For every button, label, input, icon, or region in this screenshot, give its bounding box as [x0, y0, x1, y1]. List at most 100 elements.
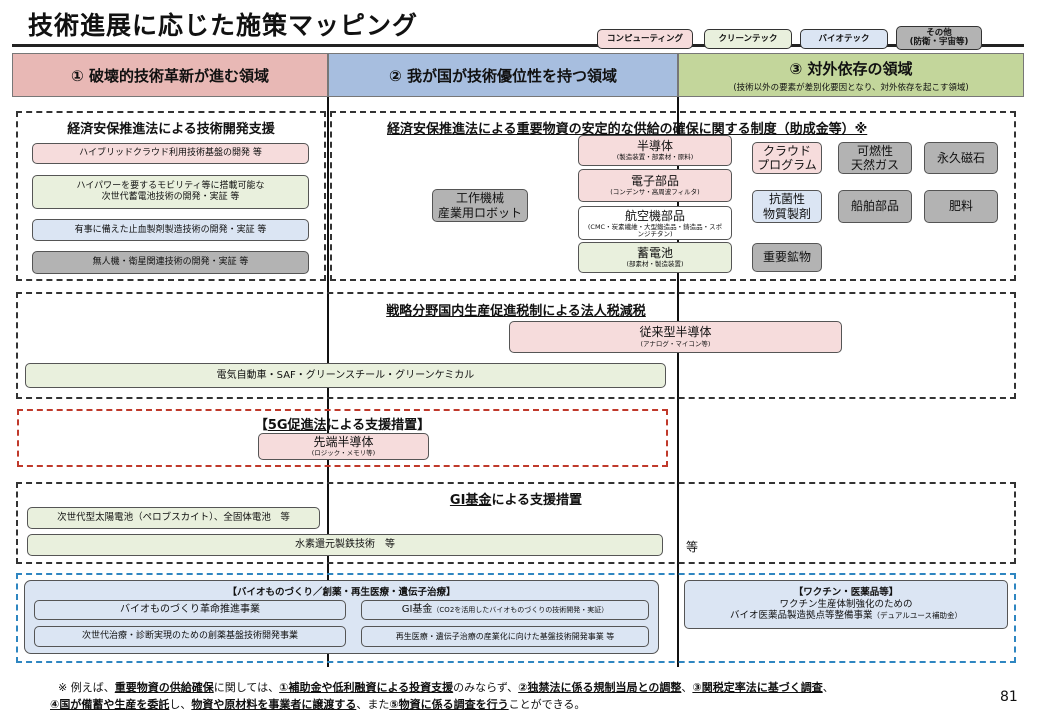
item-drone-satellite: 無人機・衛星関連技術の開発・実証 等	[32, 251, 309, 274]
column-header-dependency: ③ 対外依存の領域 (技術以外の要素が差別化要因となり、対外依存を起こす領域)	[678, 53, 1024, 97]
item-next-gen-battery-line2: 次世代蓄電池技術の開発・実証 等	[101, 192, 240, 202]
section-tax-title-text: 戦略分野国内生産促進税制による法人税減税	[386, 304, 646, 319]
gi-etc-text: 等	[686, 540, 699, 554]
column-header-advantage: ② 我が国が技術優位性を持つ領域	[328, 53, 678, 97]
item-gas-line1: 可燃性	[856, 143, 893, 158]
fn-emph: ③関税定率法に基づく調査	[692, 681, 823, 694]
section-stable-supply-title-rest: による重要物資の安定的な供給の確保に関する制度（助成金等）※	[478, 122, 868, 137]
item-antibacterial-line1: 抗菌性	[768, 192, 805, 207]
item-flammable-gas: 可燃性 天然ガス	[838, 142, 912, 174]
section-stable-supply-title: 経済安保推進法による重要物資の安定的な供給の確保に関する制度（助成金等）※	[387, 118, 867, 137]
section-gi-title-rest: による支援措置	[491, 493, 583, 508]
section-tech-dev-support	[16, 111, 326, 281]
item-legacy-semiconductor: 従来型半導体 (アナログ・マイコン等)	[509, 321, 842, 353]
section-stable-supply-title-law: 経済安保推進法	[387, 122, 479, 137]
item-bio-manufacturing: バイオものづくり革命推進事業	[34, 600, 346, 620]
column-header-disruptive: ① 破壊的技術革新が進む領域	[12, 53, 328, 97]
item-antibacterial-line2: 物質製剤	[762, 206, 811, 221]
column-header-3-text: ③ 対外依存の領域	[789, 59, 913, 78]
column-header-1-text: ① 破壊的技術革新が進む領域	[71, 66, 269, 85]
item-aircraft-label: 航空機部品	[624, 208, 685, 223]
item-antibacterial: 抗菌性 物質製剤	[752, 190, 822, 223]
item-advanced-sub: (ロジック・メモリ等)	[311, 449, 376, 458]
fn-text: し、	[169, 698, 192, 711]
section-gi-fund	[16, 482, 1016, 564]
fn-text: のみならず、	[453, 681, 519, 694]
item-vaccine-line2-main: バイオ医薬品製造拠点等整備事業	[730, 610, 873, 622]
section-5g-support	[17, 409, 668, 467]
item-cloud-program: クラウド プログラム	[752, 142, 822, 174]
item-regenerative-medicine: 再生医療・遺伝子治療の産業化に向けた基盤技術開発事業 等	[361, 626, 649, 647]
item-vaccine-line2-sub: （デュアルユース補助金）	[872, 611, 962, 621]
item-next-gen-battery-line1: ハイパワーを要するモビリティ等に搭載可能な	[76, 181, 265, 192]
item-ship-parts: 船舶部品	[838, 190, 912, 223]
fn-text: に関しては、	[213, 681, 280, 694]
fn-text: ※ 例えば、	[58, 681, 115, 694]
legend-biotech: バイオテック	[800, 29, 888, 49]
item-gi-bio-sub: （CO2を活用したバイオものづくりの技術開発・実証）	[432, 605, 609, 614]
section-stable-supply	[330, 111, 1016, 281]
item-semiconductor: 半導体 (製造装置・部素材・原料)	[578, 135, 732, 166]
section-bio	[16, 573, 1016, 663]
section-5g-title: 【5G促進法による支援措置】	[17, 414, 668, 433]
fn-text: ことができる。	[508, 698, 586, 711]
item-critical-minerals: 重要鉱物	[752, 243, 822, 272]
item-legacy-label: 従来型半導体	[639, 325, 712, 340]
fn-text: 、	[822, 681, 834, 694]
item-gas-line2: 天然ガス	[850, 158, 899, 172]
item-vaccine-line2: バイオ医薬品製造拠点等整備事業（デュアルユース補助金）	[730, 610, 962, 621]
item-cloud-line1: クラウド	[762, 143, 811, 158]
legend-other-line2: (防衛・宇宙等)	[909, 37, 969, 47]
item-battery-sub: (部素材・製造装置)	[626, 260, 684, 269]
item-electronic-parts: 電子部品 (コンデンサ・高周波フィルタ)	[578, 169, 732, 202]
column-header-2-text: ② 我が国が技術優位性を持つ領域	[389, 66, 617, 85]
item-hybrid-cloud: ハイブリッドクラウド利用技術基盤の開発 等	[32, 143, 309, 164]
item-advanced-label: 先端半導体	[313, 434, 374, 449]
item-drug-discovery: 次世代治療・診断実現のための創薬基盤技術開発事業	[34, 626, 346, 647]
item-next-gen-solar: 次世代型太陽電池（ペロブスカイト）、全固体電池 等	[27, 507, 320, 529]
item-machine-tools-line1: 工作機械	[455, 191, 504, 206]
fn-emph: 重要物資の供給確保	[114, 681, 214, 694]
fn-emph: ④国が備蓄や生産を委託	[50, 698, 170, 711]
fn-emph: ②独禁法に係る規制当局との調整	[518, 681, 682, 694]
legend-other-line1: その他	[926, 28, 952, 39]
footnote-line1: ※ 例えば、重要物資の供給確保に関しては、①補助金や低利融資による投資支援のみな…	[58, 679, 988, 696]
section-gi-title-fund: GI基金	[449, 493, 492, 508]
bio-group-title: 【バイオものづくり／創薬・再生医療・遺伝子治療】	[227, 587, 456, 598]
item-cloud-line2: プログラム	[757, 158, 817, 172]
item-machine-tools-line2: 産業用ロボット	[437, 205, 522, 220]
section-5g-title-open: 【	[254, 418, 268, 433]
section-tax-incentive	[16, 292, 1016, 399]
item-hydrogen-steel: 水素還元製鉄技術 等	[27, 534, 663, 556]
page-number: 81	[1000, 689, 1018, 705]
item-next-gen-battery: ハイパワーを要するモビリティ等に搭載可能な 次世代蓄電池技術の開発・実証 等	[32, 175, 309, 209]
section-5g-title-law: 5G促進法	[267, 418, 327, 433]
page-title: 技術進展に応じた施策マッピング	[28, 11, 419, 40]
item-semiconductor-sub: (製造装置・部素材・原料)	[616, 153, 694, 162]
item-ev-green: 電気自動車・SAF・グリーンスチール・グリーンケミカル	[25, 363, 666, 388]
fn-emph: 物資や原材料を事業者に譲渡する	[191, 698, 357, 711]
footnote: ※ 例えば、重要物資の供給確保に関しては、①補助金や低利融資による投資支援のみな…	[50, 679, 988, 713]
item-fertilizer: 肥料	[924, 190, 998, 223]
item-gi-bio-main: GI基金	[401, 604, 433, 615]
item-aircraft-sub: (CMC・炭素繊維・大型鍛造品・鋳造品・スポンジチタン)	[587, 223, 723, 238]
item-electronic-sub: (コンデンサ・高周波フィルタ)	[610, 188, 700, 197]
item-advanced-semiconductor: 先端半導体 (ロジック・メモリ等)	[258, 433, 429, 460]
section-5g-title-rest: による支援措置】	[326, 418, 431, 433]
section-tech-dev-title: 経済安保推進法による技術開発支援	[67, 122, 275, 137]
item-electronic-label: 電子部品	[630, 173, 679, 188]
item-vaccine-line1: ワクチン生産体制強化のための	[779, 598, 913, 610]
item-battery-label: 蓄電池	[636, 245, 673, 260]
legend-other: その他 (防衛・宇宙等)	[896, 26, 982, 50]
column-divider-2	[677, 97, 679, 667]
legend-computing: コンピューティング	[597, 29, 693, 49]
item-vaccine: 【ワクチン・医薬品等】 ワクチン生産体制強化のための バイオ医薬品製造拠点等整備…	[684, 580, 1008, 629]
item-machine-tools: 工作機械 産業用ロボット	[432, 189, 528, 222]
item-legacy-sub: (アナログ・マイコン等)	[640, 339, 711, 348]
item-semiconductor-label: 半導体	[636, 138, 673, 153]
item-vaccine-title: 【ワクチン・医薬品等】	[793, 587, 899, 599]
title-divider	[12, 44, 1024, 47]
fn-text: 、	[681, 681, 693, 694]
fn-emph: ⑤物資に係る調査を行う	[389, 698, 509, 711]
footnote-line2: ④国が備蓄や生産を委託し、物資や原材料を事業者に譲渡する、また⑤物資に係る調査を…	[50, 696, 988, 713]
